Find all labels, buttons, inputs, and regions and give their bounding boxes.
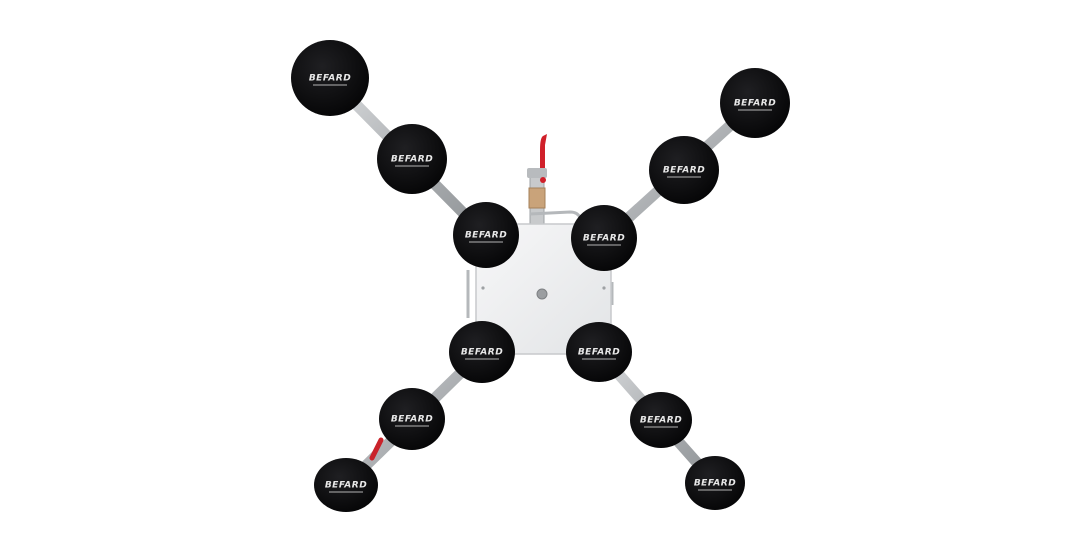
pad-cover [571, 205, 637, 271]
pad-brand-logo: BEFARD [734, 99, 776, 109]
pad-brand-logo: BEFARD [583, 234, 625, 244]
hook-icon [540, 134, 547, 168]
pad-brand-logo: BEFARD [391, 155, 433, 165]
pad-brand-logo: BEFARD [391, 415, 433, 425]
pad-cover [649, 136, 719, 204]
suction-pad-12: BEFARD [685, 456, 745, 510]
red-strap [369, 437, 384, 461]
pad-brand-logo: BEFARD [578, 348, 620, 358]
suction-pad-3: BEFARD [453, 202, 519, 268]
pad-brand-logo: BEFARD [309, 74, 351, 84]
pad-cover [377, 124, 447, 194]
pad-cover [453, 202, 519, 268]
pad-cover [630, 392, 692, 448]
suction-pad-1: BEFARD [291, 40, 369, 116]
suction-pad-9: BEFARD [314, 458, 378, 512]
pad-cover [685, 456, 745, 510]
suction-pad-2: BEFARD [377, 124, 447, 194]
lifting-mast [527, 134, 547, 226]
pad-brand-logo: BEFARD [663, 166, 705, 176]
suction-pad-4: BEFARD [720, 68, 790, 138]
suction-pad-11: BEFARD [630, 392, 692, 448]
pad-cover [449, 321, 515, 383]
suction-pads: BEFARD BEFARD BEFARD BEFARD BEFARD BEFARD BEFA… [291, 40, 790, 512]
pad-cover [379, 388, 445, 450]
pad-cover [314, 458, 378, 512]
pad-brand-logo: BEFARD [465, 231, 507, 241]
pad-brand-logo: BEFARD [640, 416, 682, 426]
suction-pad-10: BEFARD [566, 322, 632, 382]
pad-cover [566, 322, 632, 382]
suction-pad-5: BEFARD [649, 136, 719, 204]
suction-pad-7: BEFARD [449, 321, 515, 383]
pad-cover [291, 40, 369, 116]
suction-pad-6: BEFARD [571, 205, 637, 271]
pad-cover [720, 68, 790, 138]
gauge-icon [536, 288, 548, 300]
suction-pad-8: BEFARD [379, 388, 445, 450]
pad-brand-logo: BEFARD [325, 481, 367, 491]
pad-brand-logo: BEFARD [694, 479, 736, 489]
pad-brand-logo: BEFARD [461, 348, 503, 358]
